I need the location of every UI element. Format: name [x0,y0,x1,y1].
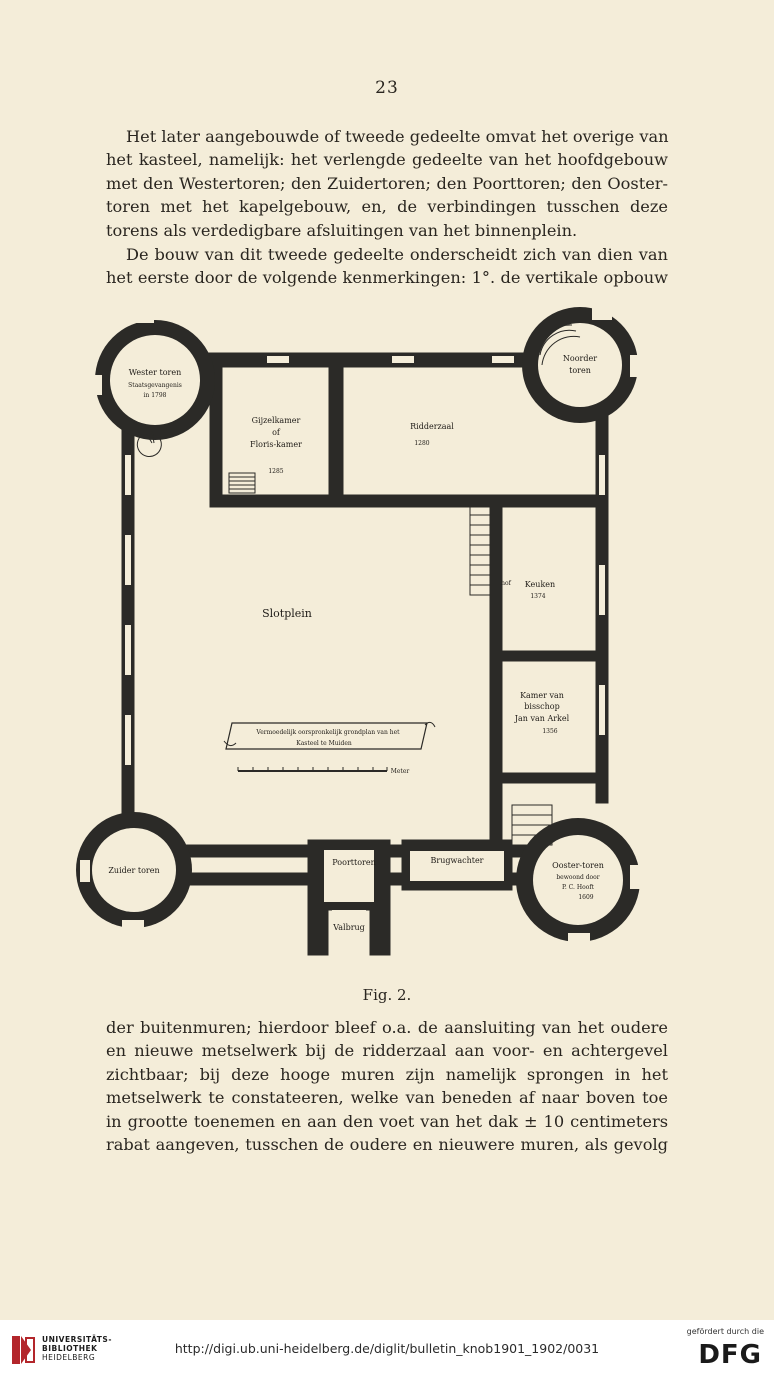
range-south-wall [209,494,601,508]
institution-line-2: BIBLIOTHEK [42,1344,98,1353]
heidelberg-seal-icon [12,1336,35,1364]
room-gijzelkamer [224,369,327,493]
label-bisschop: bisschop [524,702,559,711]
wester-tower [92,311,215,440]
text-line: der buitenmuren; hierdoor bleef o.a. de … [106,1018,668,1037]
label-noorder-toren: toren [569,366,591,375]
institution-name: UNIVERSITÄTS- BIBLIOTHEK HEIDELBERG [42,1335,112,1362]
text-line: met den Westertoren; den Zuidertoren; de… [106,173,668,193]
text-line: het eerste door de volgende kenmerkingen… [106,268,668,288]
page-number: 23 [375,78,399,98]
text-line: De bouw van dit tweede gedeelte ondersch… [126,245,668,264]
label-hof: hof [501,580,511,587]
paragraph-1: Het later aangebouwde of tweede gedeelte… [106,125,669,242]
scanned-page: 23 Het later aangebouwde of tweede gedee… [76,78,669,1156]
room-valbrug [332,910,366,955]
label-gijzelkamer: Gijzelkamer [252,416,301,425]
text-line: in grootte toenemen en aan den voet van … [106,1111,668,1131]
funding-note: gefördert durch die [686,1327,764,1336]
title-scroll: Vermoedelijk oorspronkelijk grondplan va… [223,721,436,750]
zuider-tower [76,812,192,930]
label-of: of [272,428,281,437]
document-url-link[interactable]: http://digi.ub.uni-heidelberg.de/diglit/… [174,1341,600,1356]
label-kamer-van: Kamer van [520,691,564,700]
label-keuken-year: 1374 [530,593,545,600]
label-floris-kamer: Floris-kamer [250,440,302,449]
label-bewoond-door: bewoond door [556,874,599,881]
room-poorttoren [324,850,374,902]
ooster-tower [516,818,640,943]
label-staatsgevangenis: Staatsgevangenis [128,382,182,389]
viewer-footer: UNIVERSITÄTS- BIBLIOTHEK HEIDELBERG http… [0,1320,774,1377]
text-line: en nieuwe metselwerk bij de ridderzaal a… [106,1041,668,1061]
label-slotplein: Slotplein [262,607,312,620]
dfg-logo[interactable]: DFG [698,1340,762,1370]
label-kamer-year: 1356 [542,728,557,735]
label-brugwachter: Brugwachter [431,856,484,865]
label-keuken: Keuken [525,580,555,589]
east-range-inner-wall [489,504,503,851]
institution-line-3: HEIDELBERG [42,1353,96,1362]
label-gijzel-year: 1285 [268,468,283,475]
text-line: toren met het kapelgebouw, en, de verbin… [106,197,668,217]
label-ooster-toren: Ooster-toren [552,861,604,870]
paragraph-2: De bouw van dit tweede gedeelte ondersch… [106,243,668,290]
room-keuken [504,509,594,649]
label-poorttoren: Poorttoren [332,858,375,867]
paragraph-3: der buitenmuren; hierdoor bleef o.a. de … [106,1016,668,1156]
label-valbrug: Valbrug [332,923,365,932]
room-kamer-van-bisschop [504,665,594,771]
text-line: zichtbaar; bij deze hooge muren zijn nam… [106,1064,668,1084]
label-ooster-year: 1609 [578,894,593,901]
label-ridderzaal: Ridderzaal [410,422,454,431]
university-library-logo[interactable]: UNIVERSITÄTS- BIBLIOTHEK HEIDELBERG [8,1332,128,1368]
label-wester-year: in 1798 [144,392,167,399]
text-line: rabat aangeven, tusschen de oudere en ni… [106,1135,668,1155]
text-line: het kasteel, namelijk: het verlengde ged… [106,150,668,170]
gate-pier-right [369,909,391,956]
label-noorder: Noorder [563,354,597,363]
room-brugwachter [410,851,504,881]
keuken-south-wall [496,650,598,662]
scale-unit: Meter [391,768,410,775]
castle-floor-plan: Wester toren Staatsgevangenis in 1798 Gi… [76,307,640,956]
scroll-title-line-1: Vermoedelijk oorspronkelijk grondplan va… [255,729,400,736]
scale-bar: Meter [237,767,410,775]
figure-caption: Fig. 2. [362,986,412,1004]
gate-pier-left [307,909,329,956]
label-jan-van-arkel: Jan van Arkel [514,714,570,723]
label-ridderzaal-year: 1280 [414,440,429,447]
label-wester-toren: Wester toren [129,368,181,377]
label-pc-hooft: P. C. Hooft [562,884,595,891]
text-line: Het later aangebouwde of tweede gedeelte… [126,127,669,146]
kamer-south-wall [496,772,598,784]
institution-line-1: UNIVERSITÄTS- [42,1335,112,1344]
label-zuider-toren: Zuider toren [108,866,159,875]
scroll-title-line-2: Kasteel te Muiden [296,740,352,747]
gijzel-east-wall [328,359,344,501]
noorder-tower [522,307,640,423]
text-line: torens als verdedigbare afsluitingen van… [106,220,578,240]
text-line: metselwerk te constateeren, welke van be… [106,1088,668,1108]
